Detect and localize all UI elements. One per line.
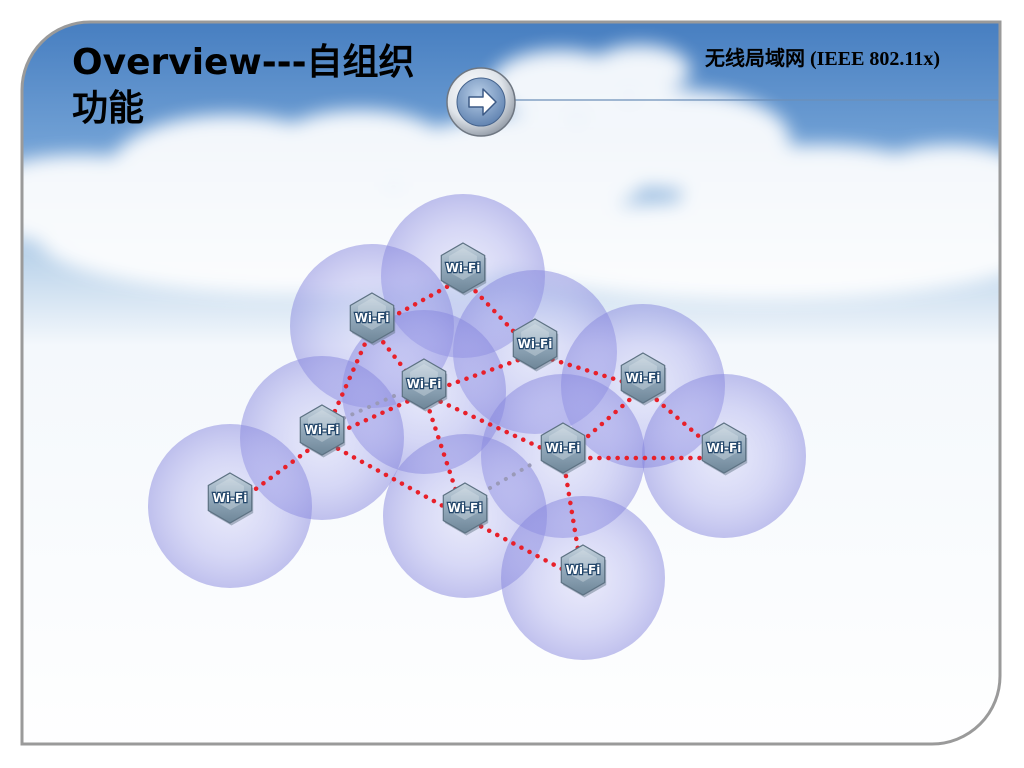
faint-link-layer [342, 394, 534, 490]
wifi-node-label: Wi-Fi [707, 441, 742, 455]
link-connection [460, 275, 538, 357]
hexagon-icon [299, 404, 345, 456]
hexagon-icon [560, 544, 606, 596]
arrow-right-icon [468, 88, 497, 116]
node-layer: Wi-FiWi-FiWi-FiWi-FiWi-FiWi-FiWi-FiWi-Fi… [207, 242, 748, 598]
faint-link [342, 394, 396, 420]
hexagon-icon [440, 242, 486, 294]
link-connection [319, 437, 468, 521]
link-connection [369, 275, 466, 331]
wifi-node-label: Wi-Fi [446, 261, 481, 275]
wifi-node-label: Wi-Fi [407, 377, 442, 391]
wifi-node-label: Wi-Fi [448, 501, 483, 515]
wifi-node-label: Wi-Fi [213, 491, 248, 505]
wifi-node: Wi-Fi [442, 482, 489, 536]
wifi-node: Wi-Fi [620, 352, 667, 406]
link-connection [560, 385, 646, 461]
wifi-node: Wi-Fi [512, 318, 559, 372]
wifi-node: Wi-Fi [540, 422, 587, 476]
link-connection [560, 455, 586, 583]
hexagon-icon [349, 292, 395, 344]
next-slide-button[interactable] [446, 67, 516, 137]
wifi-node-label: Wi-Fi [626, 371, 661, 385]
wifi-node: Wi-Fi [560, 544, 607, 598]
hexagon-icon [540, 422, 586, 474]
faint-link [488, 462, 534, 490]
link-connection [532, 351, 646, 391]
wifi-node: Wi-Fi [207, 472, 254, 526]
wifi-node-label: Wi-Fi [566, 563, 601, 577]
wifi-node: Wi-Fi [401, 358, 448, 412]
wifi-node: Wi-Fi [701, 422, 748, 476]
wifi-node-label: Wi-Fi [546, 441, 581, 455]
title-box: Overview---自组织功能 [72, 42, 415, 129]
link-connection [421, 391, 566, 461]
hexagon-icon [512, 318, 558, 370]
slide-subtitle: 无线局域网 (IEEE 802.11x) [704, 48, 940, 70]
hexagon-icon [701, 422, 747, 474]
slide-title: Overview---自组织功能 [72, 42, 415, 129]
hexagon-icon [442, 482, 488, 534]
slide-frame [20, 20, 1002, 746]
hexagon-icon [620, 352, 666, 404]
wifi-node: Wi-Fi [349, 292, 396, 346]
wifi-node: Wi-Fi [440, 242, 487, 296]
cloud-decoration [22, 45, 1000, 300]
wifi-node: Wi-Fi [299, 404, 346, 458]
hexagon-icon [207, 472, 253, 524]
wifi-node-label: Wi-Fi [305, 423, 340, 437]
wifi-node-label: Wi-Fi [518, 337, 553, 351]
subtitle-box: 无线局域网 (IEEE 802.11x) [704, 48, 940, 70]
link-connection [227, 437, 325, 511]
wifi-node-label: Wi-Fi [355, 311, 390, 325]
hexagon-icon [401, 358, 447, 410]
